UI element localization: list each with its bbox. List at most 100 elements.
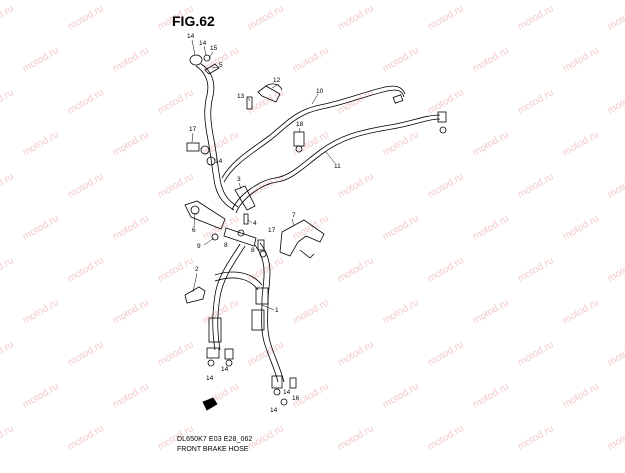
lower-left-hose: [212, 243, 241, 351]
watermark-text: motod.ru: [336, 3, 376, 32]
watermark-text: motod.ru: [471, 381, 511, 410]
watermark-text: motod.ru: [606, 171, 625, 200]
left-joint-block: [184, 200, 226, 230]
watermark-text: motod.ru: [426, 3, 466, 32]
watermark-text: motod.ru: [111, 129, 151, 158]
watermark-text: motod.ru: [21, 129, 61, 158]
watermark-text: motod.ru: [606, 87, 625, 116]
top-bolt: [203, 54, 211, 62]
direction-symbol: [202, 397, 218, 411]
watermark-text: motod.ru: [111, 45, 151, 74]
upper-left-hose: [195, 65, 235, 211]
watermark-text: motod.ru: [471, 213, 511, 242]
joint-17-left: [186, 142, 200, 152]
hose-1-fitting: [255, 287, 269, 305]
upper-left-hose-outline: [200, 63, 239, 208]
watermark-text: motod.ru: [426, 339, 466, 368]
clip-12: [257, 85, 281, 103]
watermark-text: motod.ru: [156, 171, 196, 200]
watermark-text: motod.ru: [66, 87, 106, 116]
callout-7: 7: [292, 212, 296, 219]
watermark-text: motod.ru: [66, 339, 106, 368]
watermark-text: motod.ru: [66, 255, 106, 284]
callout-1: 1: [275, 307, 279, 314]
watermark-text: motod.ru: [516, 423, 556, 452]
callout-13: 13: [237, 93, 245, 100]
lower-left-hose-b: [217, 245, 246, 351]
callout-14-a: 14: [187, 33, 195, 40]
drawing-code: DL650K7 E03 E28_062: [177, 436, 253, 443]
callout-14-e: 14: [221, 366, 229, 373]
hose-1-sleeve: [251, 309, 265, 331]
pipe-10-end: [392, 94, 404, 104]
bolt-6: [190, 205, 200, 215]
watermark-text: motod.ru: [381, 213, 421, 242]
callout-14-g: 14: [270, 407, 278, 414]
watermark-text: motod.ru: [66, 171, 106, 200]
watermark-text: motod.ru: [0, 171, 16, 200]
leader-lines: [191, 39, 336, 311]
bracket-2: [184, 286, 206, 304]
top-banjo-fitting: [189, 54, 203, 66]
watermark-text: motod.ru: [0, 339, 16, 368]
watermark-text: motod.ru: [606, 255, 625, 284]
bolt-8-right: [259, 250, 267, 258]
watermark-text: motod.ru: [336, 255, 376, 284]
callout-6: 6: [192, 227, 196, 234]
watermark-text: motod.ru: [561, 129, 601, 158]
callout-16: 16: [292, 395, 300, 402]
callout-17-right: 17: [268, 227, 276, 234]
callout-14-d: 14: [206, 375, 214, 382]
washer-14-bl1: [207, 359, 215, 367]
figure-title: FIG.62: [172, 13, 215, 29]
bracket-7: [279, 219, 325, 257]
watermark-text: motod.ru: [201, 213, 241, 242]
watermark-text: motod.ru: [0, 423, 16, 452]
callout-17-left: 17: [189, 126, 197, 133]
callout-3: 3: [237, 176, 241, 183]
watermark-text: motod.ru: [561, 213, 601, 242]
callout-14-c: 14: [215, 158, 223, 165]
watermark-text: motod.ru: [336, 87, 376, 116]
watermark-text: motod.ru: [471, 45, 511, 74]
watermark-text: motod.ru: [336, 171, 376, 200]
washer-14-bl2: [225, 359, 233, 367]
bolt-9: [211, 233, 219, 241]
front-hose-1-b: [259, 242, 285, 383]
watermark-text: motod.ru: [516, 171, 556, 200]
callout-8-left: 8: [224, 242, 228, 249]
watermark-text: motod.ru: [606, 3, 625, 32]
watermark-text: motod.ru: [336, 339, 376, 368]
callout-14-f: 14: [283, 389, 291, 396]
callout-15: 15: [210, 45, 218, 52]
watermark-text: motod.ru: [21, 213, 61, 242]
watermark-text: motod.ru: [246, 3, 286, 32]
callout-9: 9: [197, 243, 201, 250]
washer-14-br1: [273, 388, 281, 396]
watermark-text: motod.ru: [111, 381, 151, 410]
joint-17-washer: [200, 145, 210, 155]
watermark-text: motod.ru: [336, 423, 376, 452]
bracket-3: [234, 185, 256, 211]
watermark-text: motod.ru: [291, 45, 331, 74]
watermark-text: motod.ru: [111, 297, 151, 326]
watermark-text: motod.ru: [516, 255, 556, 284]
watermark-text: motod.ru: [0, 255, 16, 284]
callout-18: 18: [296, 121, 304, 128]
watermark-text: motod.ru: [21, 297, 61, 326]
bracket-5: [204, 63, 220, 75]
watermark-text: motod.ru: [381, 129, 421, 158]
callout-8-right: 8: [251, 247, 255, 254]
watermark-text: motod.ru: [561, 45, 601, 74]
callout-14-b: 14: [199, 40, 207, 47]
watermark-text: motod.ru: [471, 297, 511, 326]
washer-14-br2: [280, 398, 288, 406]
watermark-text: motod.ru: [516, 3, 556, 32]
watermark-text: motod.ru: [111, 213, 151, 242]
callout-4: 4: [253, 220, 257, 227]
watermark-text: motod.ru: [156, 255, 196, 284]
bolt-13: [246, 96, 253, 110]
